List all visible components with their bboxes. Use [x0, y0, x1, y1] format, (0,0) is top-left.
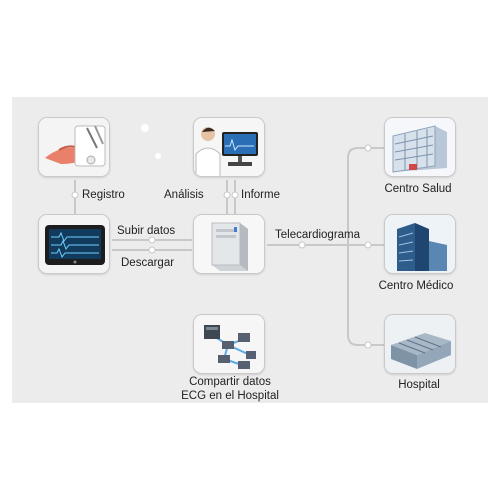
descargar-label: Descargar — [121, 257, 175, 269]
network-share-icon — [194, 315, 264, 373]
ecg-tablet-card — [38, 214, 110, 274]
hospital-label: Hospital — [398, 379, 440, 391]
subir-datos-label: Subir datos — [117, 225, 176, 237]
compartir-line2-label: ECG en el Hospital — [181, 390, 279, 402]
compartir-line1-label: Compartir datos — [189, 376, 271, 388]
centro-medico-label: Centro Médico — [378, 280, 454, 292]
medical-center-building-icon — [385, 215, 455, 273]
hospital-building-icon — [385, 315, 455, 373]
registro-label: Registro — [82, 189, 125, 201]
doctor-workstation-icon — [194, 118, 264, 176]
telecardiograma-label: Telecardiograma — [275, 229, 361, 241]
patient-ecg-icon — [39, 118, 109, 176]
patient-ecg-card — [38, 117, 110, 177]
doctor-workstation-card — [193, 117, 265, 177]
medical-center-card — [384, 214, 456, 274]
hospital-card — [384, 314, 456, 374]
server-card — [193, 214, 265, 274]
centro-salud-label: Centro Salud — [384, 183, 452, 195]
network-share-card — [193, 314, 265, 374]
server-icon — [194, 215, 264, 273]
health-center-card — [384, 117, 456, 177]
informe-label: Informe — [241, 189, 280, 201]
ecg-tablet-icon — [39, 215, 109, 273]
analisis-label: Análisis — [164, 189, 204, 201]
health-center-building-icon — [385, 118, 455, 176]
